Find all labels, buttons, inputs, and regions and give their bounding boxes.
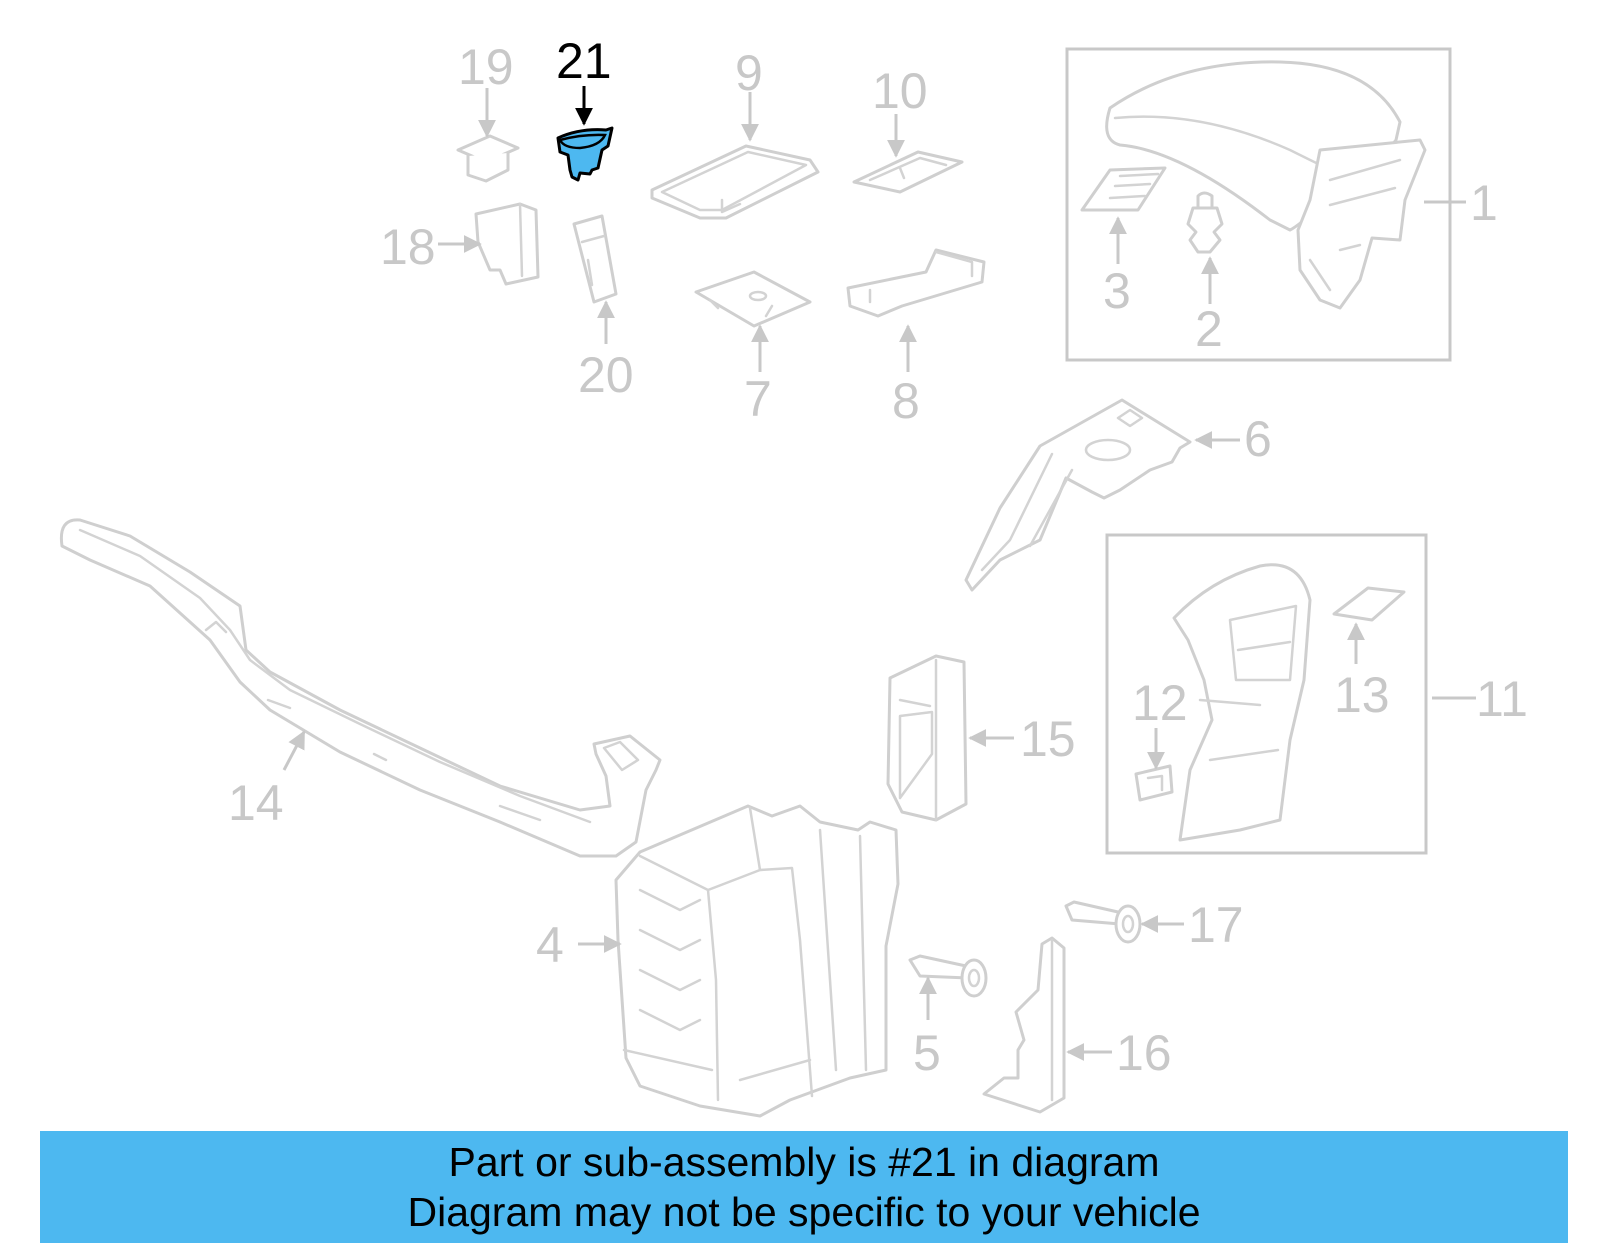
callout-21: 21 [556, 33, 612, 89]
part-17-screw[interactable] [1064, 900, 1142, 944]
callout-5: 5 [913, 1025, 941, 1081]
callout-16: 16 [1116, 1025, 1172, 1081]
banner-disclaimer: Diagram may not be specific to your vehi… [407, 1189, 1201, 1235]
part-6-bracket[interactable] [964, 398, 1192, 592]
callout-8: 8 [892, 373, 920, 429]
callout-labels: 19 21 9 10 1 3 2 18 20 7 8 6 12 13 11 15… [228, 33, 1528, 1081]
callout-20: 20 [578, 347, 634, 403]
callout-6: 6 [1244, 411, 1272, 467]
part-11-rear-panel[interactable] [1172, 563, 1312, 842]
group-box-part-11 [1105, 533, 1428, 855]
callout-13: 13 [1334, 667, 1390, 723]
part-16-bracket[interactable] [982, 936, 1066, 1114]
callout-4: 4 [536, 917, 564, 973]
callout-15: 15 [1020, 711, 1076, 767]
part-21-highlighted[interactable] [556, 126, 614, 182]
part-13-pad[interactable] [1332, 586, 1406, 622]
part-12-clip[interactable] [1134, 764, 1174, 802]
part-8-tray[interactable] [846, 248, 986, 318]
part-2-clip[interactable] [1186, 191, 1224, 254]
part-4-console-body[interactable] [614, 804, 900, 1118]
group-box-part-1 [1065, 47, 1452, 362]
callout-9: 9 [735, 45, 763, 101]
callout-12: 12 [1132, 675, 1188, 731]
part-10-mat[interactable] [852, 150, 964, 194]
part-7-plate[interactable] [694, 270, 812, 328]
part-18-switch[interactable] [474, 202, 540, 286]
part-15-bracket[interactable] [886, 654, 968, 822]
callout-19: 19 [458, 39, 514, 95]
banner-part-note: Part or sub-assembly is #21 in diagram [448, 1139, 1160, 1185]
callout-arrows [282, 86, 1476, 1061]
part-1-armrest-lid[interactable] [1105, 60, 1427, 310]
part-19-cap[interactable] [456, 134, 520, 183]
callout-17: 17 [1188, 897, 1244, 953]
part-9-mat[interactable] [650, 144, 820, 220]
callout-14: 14 [228, 775, 284, 831]
info-banner: Part or sub-assembly is #21 in diagram D… [40, 1131, 1568, 1243]
callout-11: 11 [1476, 671, 1528, 727]
part-20-post[interactable] [572, 214, 618, 304]
callout-18: 18 [380, 219, 436, 275]
part-5-screw[interactable] [908, 954, 988, 998]
callout-3: 3 [1103, 263, 1131, 319]
callout-1: 1 [1470, 175, 1498, 231]
part-3-bracket[interactable] [1080, 166, 1167, 212]
callout-7: 7 [744, 371, 772, 427]
callout-10: 10 [872, 63, 928, 119]
part-14-duct[interactable] [59, 518, 662, 858]
callout-2: 2 [1195, 301, 1223, 357]
